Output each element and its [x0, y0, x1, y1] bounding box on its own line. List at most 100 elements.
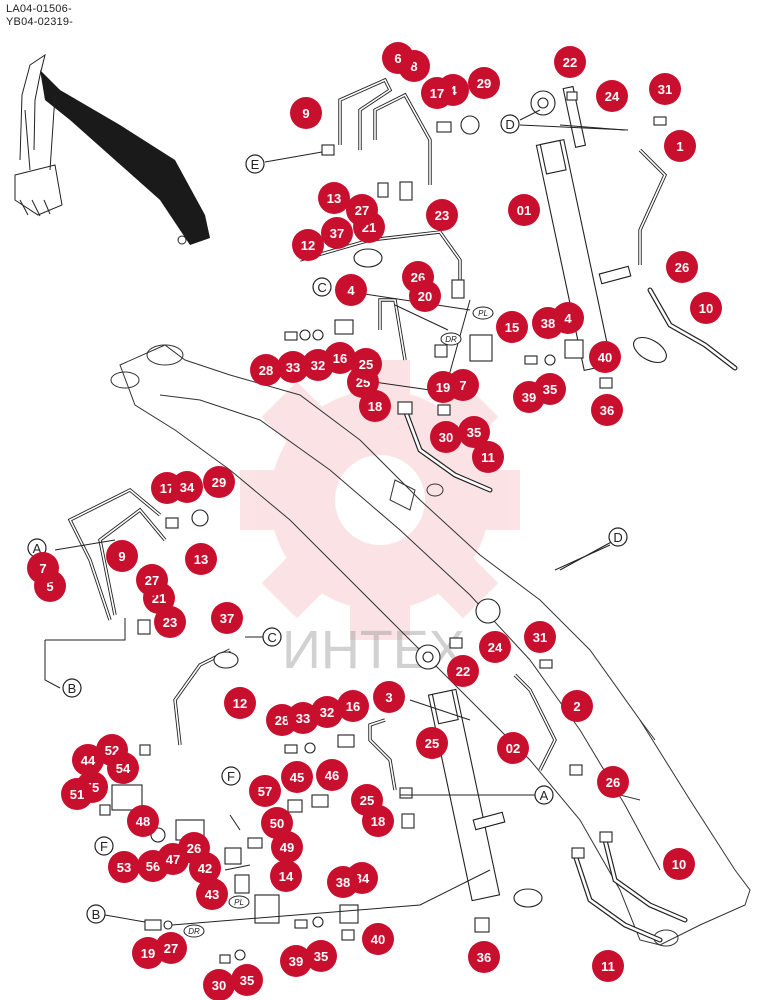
callout: 11	[592, 950, 624, 982]
callout: 14	[270, 860, 302, 892]
callout: 18	[362, 805, 394, 837]
svg-text:2: 2	[573, 699, 580, 714]
svg-text:54: 54	[116, 761, 131, 776]
letter-B-bottom: B	[86, 904, 106, 924]
svg-text:29: 29	[477, 76, 491, 91]
callout: 20	[409, 280, 441, 312]
svg-text:35: 35	[467, 425, 481, 440]
document-code-2: YB04-02319-	[6, 16, 74, 28]
callout: 19	[427, 371, 459, 403]
svg-text:F: F	[227, 769, 235, 784]
callouts: 8 6 4 17 29 22 24 31 1 9 13 21 27 23 37 …	[27, 42, 722, 1000]
svg-text:32: 32	[320, 705, 334, 720]
callout: 46	[316, 759, 348, 791]
callout: 12	[224, 687, 256, 719]
callout: 38	[327, 866, 359, 898]
svg-text:31: 31	[533, 630, 547, 645]
svg-text:38: 38	[541, 316, 555, 331]
svg-text:E: E	[251, 157, 260, 172]
callout: 44	[72, 744, 104, 776]
callout: 27	[346, 194, 378, 226]
callout: 6	[382, 42, 414, 74]
svg-text:36: 36	[477, 950, 491, 965]
svg-text:12: 12	[233, 696, 247, 711]
svg-text:17: 17	[430, 86, 444, 101]
letter-D-top: D	[500, 114, 520, 134]
svg-text:10: 10	[672, 857, 686, 872]
svg-text:47: 47	[166, 852, 180, 867]
svg-text:26: 26	[606, 775, 620, 790]
svg-text:13: 13	[194, 552, 208, 567]
svg-text:15: 15	[505, 320, 519, 335]
svg-text:38: 38	[336, 875, 350, 890]
callout: 42	[189, 852, 221, 884]
svg-text:33: 33	[296, 711, 310, 726]
svg-text:PL: PL	[478, 309, 488, 318]
svg-text:44: 44	[81, 753, 96, 768]
svg-text:42: 42	[198, 861, 212, 876]
svg-text:36: 36	[600, 403, 614, 418]
svg-text:19: 19	[436, 380, 450, 395]
boom-cylinder-upper	[519, 85, 667, 372]
svg-text:3: 3	[385, 690, 392, 705]
callout: 33	[287, 702, 319, 734]
callout: 1	[664, 130, 696, 162]
letter-C-mid: C	[262, 627, 282, 647]
callout: 18	[359, 390, 391, 422]
callout: 12	[292, 229, 324, 261]
svg-text:D: D	[613, 530, 622, 545]
callout: 39	[280, 945, 312, 977]
svg-text:48: 48	[136, 814, 150, 829]
tag-pl-bottom: PL	[228, 895, 250, 909]
callout: 13	[185, 543, 217, 575]
callout: 10	[690, 292, 722, 324]
svg-text:35: 35	[314, 949, 328, 964]
letter-C-top: C	[312, 277, 332, 297]
callout: 25	[416, 727, 448, 759]
letter-A-right: A	[534, 785, 554, 805]
svg-text:51: 51	[70, 787, 84, 802]
svg-text:24: 24	[488, 640, 503, 655]
svg-text:13: 13	[327, 191, 341, 206]
svg-text:40: 40	[598, 350, 612, 365]
svg-text:B: B	[92, 907, 101, 922]
svg-text:D: D	[505, 117, 514, 132]
callout: 51	[61, 778, 93, 810]
callout: 15	[496, 311, 528, 343]
callout: 37	[211, 602, 243, 634]
svg-text:37: 37	[220, 611, 234, 626]
svg-text:9: 9	[118, 549, 125, 564]
fittings	[99, 91, 667, 964]
callout: 36	[468, 941, 500, 973]
svg-text:F: F	[100, 839, 108, 854]
callout: 34	[171, 471, 203, 503]
svg-text:46: 46	[325, 768, 339, 783]
svg-text:14: 14	[279, 869, 294, 884]
svg-text:4: 4	[347, 283, 355, 298]
svg-text:C: C	[317, 280, 326, 295]
svg-text:27: 27	[145, 573, 159, 588]
svg-text:18: 18	[371, 814, 385, 829]
svg-text:9: 9	[302, 106, 309, 121]
svg-text:45: 45	[290, 770, 304, 785]
callout: 40	[362, 923, 394, 955]
svg-text:23: 23	[163, 615, 177, 630]
callout: 36	[591, 394, 623, 426]
tag-pl-top: PL	[472, 306, 494, 320]
callout: 27	[155, 932, 187, 964]
callout: 30	[430, 421, 462, 453]
callout: 35	[305, 940, 337, 972]
callout: 24	[479, 631, 511, 663]
svg-text:7: 7	[39, 561, 46, 576]
callout: 45	[281, 761, 313, 793]
svg-text:35: 35	[240, 973, 254, 988]
svg-text:39: 39	[289, 954, 303, 969]
callout: 01	[508, 194, 540, 226]
callout: 53	[108, 851, 140, 883]
callout: 48	[127, 805, 159, 837]
callout: 11	[472, 441, 504, 473]
callout: 50	[261, 807, 293, 839]
callout: 35	[534, 373, 566, 405]
svg-text:31: 31	[658, 82, 672, 97]
